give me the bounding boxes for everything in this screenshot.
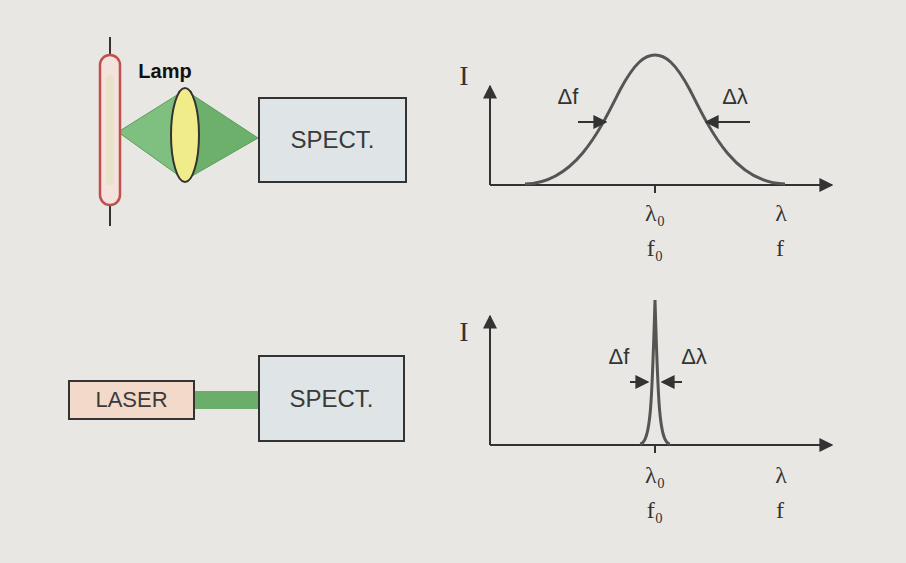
broad-spectrum-curve (525, 55, 785, 184)
lamp-label: Lamp (138, 60, 191, 82)
spectrometer-box: SPECT. (258, 97, 407, 183)
lamp-glow (106, 75, 114, 185)
width-label: Δf (609, 345, 630, 369)
width-label: Δλ (681, 345, 707, 369)
x-axis (490, 444, 832, 446)
tick (654, 445, 656, 453)
center-wavelength: λ₀ (645, 200, 665, 226)
axis-label: λ (775, 462, 787, 488)
box-label: SPECT. (290, 126, 374, 154)
lens (171, 88, 199, 182)
y-axis (489, 86, 491, 185)
box-label: SPECT. (289, 385, 373, 413)
laser-box: LASER (68, 380, 195, 420)
width-arrow (662, 381, 682, 383)
lamp-tube (100, 55, 120, 205)
center-frequency: f₀ (647, 235, 663, 261)
spectrometer-box: SPECT. (258, 355, 405, 442)
box-label: LASER (95, 387, 167, 413)
width-arrow (578, 121, 606, 123)
width-label: Δλ (722, 85, 748, 109)
axis-label: λ (775, 200, 787, 226)
center-wavelength: λ₀ (645, 462, 665, 488)
axis-label: I (459, 317, 468, 348)
center-frequency: f₀ (647, 497, 663, 523)
width-arrow (630, 381, 648, 383)
axis-label: f (776, 497, 784, 523)
width-arrow (706, 121, 750, 123)
tick (654, 185, 656, 193)
axis-label: f (776, 235, 784, 261)
axis-label: I (459, 61, 468, 92)
y-axis (489, 316, 491, 445)
width-label: Δf (558, 85, 579, 109)
laser-beam (195, 391, 258, 409)
narrow-spectrum-peak (640, 300, 670, 444)
